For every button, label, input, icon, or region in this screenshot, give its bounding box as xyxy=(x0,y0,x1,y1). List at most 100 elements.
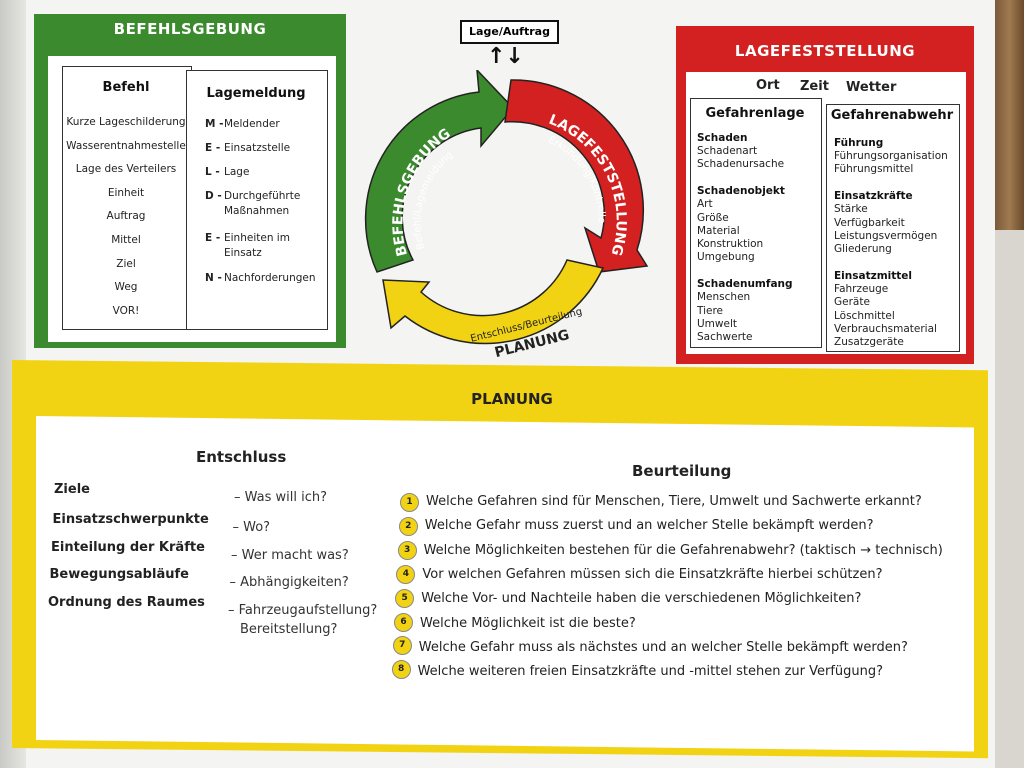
gefahrenlage-item: Menschen xyxy=(697,291,751,304)
beurteilung-question: Welche Gefahr muss als nächstes und an w… xyxy=(418,639,908,655)
lagemeldung-letter: E - xyxy=(205,232,221,244)
lagemeldung-item: Einsatzstelle xyxy=(224,142,291,154)
planung-title: PLANUNG xyxy=(471,390,553,408)
lagemeldung-letter: N - xyxy=(205,272,222,284)
lagemeldung-letter: M - xyxy=(205,118,224,130)
label-wetter: Wetter xyxy=(846,80,897,95)
lagemeldung-item-cont: Maßnahmen xyxy=(224,205,290,217)
entschluss-question: – Fahrzeugaufstellung? xyxy=(228,603,378,618)
entschluss-label: Einteilung der Kräfte xyxy=(51,540,205,555)
lagemeldung-item-cont: Einsatz xyxy=(224,247,262,259)
yellow-arc xyxy=(382,259,605,345)
up-down-arrows-icon: ↑↓ xyxy=(487,44,524,69)
beurteilung-question: Welche Gefahren sind für Menschen, Tiere… xyxy=(426,494,922,509)
gefahrenabwehr-group-title: Einsatzmittel xyxy=(834,270,913,283)
gefahrenlage-group-title: Schadenobjekt xyxy=(697,185,785,198)
befehl-item: Weg xyxy=(114,281,138,294)
befehlsgebung-title: BEFEHLSGEBUNG xyxy=(113,20,267,38)
gefahrenlage-group-title: Schadenumfang xyxy=(697,278,793,291)
gefahrenlage-item: Schadenart xyxy=(697,145,758,157)
question-number-badge: 4 xyxy=(396,564,416,584)
gefahrenlage-item: Sachwerte xyxy=(697,331,753,343)
gefahrenabwehr-item: Löschmittel xyxy=(834,309,895,322)
gefahrenlage-item: Art xyxy=(697,198,713,211)
lage-auftrag-box: Lage/Auftrag xyxy=(460,20,559,44)
lagemeldung-column xyxy=(186,70,328,330)
label-zeit: Zeit xyxy=(800,79,829,94)
wall-background xyxy=(995,230,1024,768)
gefahrenlage-item: Umwelt xyxy=(697,317,737,330)
cycle-diagram: BEFEHLSGEBUNG Befehl/Lagemeldung LAGEFES… xyxy=(364,70,649,360)
befehl-item: Wasserentnahmestelle xyxy=(66,139,186,152)
beurteilung-question: Vor welchen Gefahren müssen sich die Ein… xyxy=(422,566,883,582)
planung-inner xyxy=(36,416,974,752)
green-arc xyxy=(364,70,515,273)
lagemeldung-item: Meldender xyxy=(224,118,280,130)
gefahrenlage-group-title: Schaden xyxy=(697,132,748,144)
gefahrenabwehr-item: Führungsmittel xyxy=(834,163,914,176)
lagemeldung-item: Durchgeführte xyxy=(224,190,301,202)
entschluss-label: Ziele xyxy=(54,482,90,497)
question-number-badge: 3 xyxy=(397,540,417,560)
gefahrenabwehr-item: Leistungsvermögen xyxy=(834,229,938,242)
gefahrenabwehr-item: Verfügbarkeit xyxy=(834,216,905,229)
beurteilung-header: Beurteilung xyxy=(632,462,732,480)
befehl-item: Einheit xyxy=(107,186,145,199)
entschluss-question: – Was will ich? xyxy=(234,490,328,505)
entschluss-label: Ordnung des Raumes xyxy=(48,595,205,610)
befehl-item: Auftrag xyxy=(106,210,146,223)
gefahrenlage-column xyxy=(690,98,822,348)
befehl-column xyxy=(62,66,192,330)
lagemeldung-item: Lage xyxy=(224,166,250,178)
gefahrenabwehr-item: Führungsorganisation xyxy=(834,150,948,162)
gefahrenabwehr-item: Zusatzgeräte xyxy=(834,336,904,348)
befehl-item: Kurze Lageschilderung xyxy=(66,116,186,128)
beurteilung-question: Welche Vor- und Nachteile haben die vers… xyxy=(421,591,862,607)
entschluss-question: – Wo? xyxy=(232,520,271,535)
gefahrenabwehr-item: Gliederung xyxy=(834,243,892,255)
question-number-badge: 5 xyxy=(395,588,415,608)
gefahrenlage-item: Konstruktion xyxy=(697,238,764,250)
entschluss-question: – Wer macht was? xyxy=(231,548,349,563)
lagemeldung-item: Einheiten im xyxy=(224,232,290,244)
question-number-badge: 7 xyxy=(392,636,412,656)
gefahrenabwehr-item: Geräte xyxy=(834,296,870,309)
entschluss-header: Entschluss xyxy=(196,448,287,466)
question-number-badge: 8 xyxy=(391,660,411,680)
entschluss-label: Bewegungsabläufe xyxy=(49,567,189,582)
befehl-item: Mittel xyxy=(111,234,141,246)
entschluss-question: – Abhängigkeiten? xyxy=(229,575,349,590)
gefahrenabwehr-group-title: Einsatzkräfte xyxy=(834,190,913,203)
question-number-badge: 1 xyxy=(400,493,419,512)
befehl-item: Lage des Verteilers xyxy=(75,163,177,176)
befehl-item: VOR! xyxy=(112,304,140,317)
question-number-badge: 6 xyxy=(394,612,413,632)
befehl-item: Ziel xyxy=(116,257,136,270)
label-ort: Ort xyxy=(756,78,780,93)
gefahrenlage-item: Schadenursache xyxy=(697,158,785,171)
lagemeldung-letter: L - xyxy=(205,166,220,178)
gefahrenlage-item: Umgebung xyxy=(697,251,755,264)
gefahrenabwehr-item: Verbrauchsmaterial xyxy=(834,322,937,335)
gefahrenlage-header: Gefahrenlage xyxy=(705,106,805,121)
entschluss-label: Einsatzschwerpunkte xyxy=(52,512,209,527)
gefahrenabwehr-item: Stärke xyxy=(834,203,868,216)
gefahrenlage-item: Tiere xyxy=(697,304,724,317)
gefahrenlage-item: Material xyxy=(697,224,740,237)
gefahrenabwehr-header: Gefahrenabwehr xyxy=(830,108,954,123)
question-number-badge: 2 xyxy=(398,516,418,536)
gefahrenabwehr-item: Fahrzeuge xyxy=(834,283,889,296)
gefahrenabwehr-group-title: Führung xyxy=(834,137,884,149)
red-arc xyxy=(504,79,649,273)
beurteilung-question: Welche weiteren freien Einsatzkräfte und… xyxy=(417,664,884,680)
beurteilung-question: Welche Möglichkeit ist die beste? xyxy=(420,615,636,631)
lagemeldung-item: Nachforderungen xyxy=(224,272,316,284)
gefahrenabwehr-column xyxy=(826,104,960,352)
lagefeststellung-title: LAGEFESTSTELLUNG xyxy=(734,42,916,60)
lagemeldung-letter: D - xyxy=(205,190,222,202)
beurteilung-question: Welche Gefahr muss zuerst und an welcher… xyxy=(424,518,874,534)
lagemeldung-letter: E - xyxy=(205,142,221,154)
gefahrenlage-item: Größe xyxy=(697,211,729,224)
beurteilung-question: Welche Möglichkeiten bestehen für die Ge… xyxy=(423,542,943,558)
entschluss-question-cont: Bereitstellung? xyxy=(240,622,338,637)
